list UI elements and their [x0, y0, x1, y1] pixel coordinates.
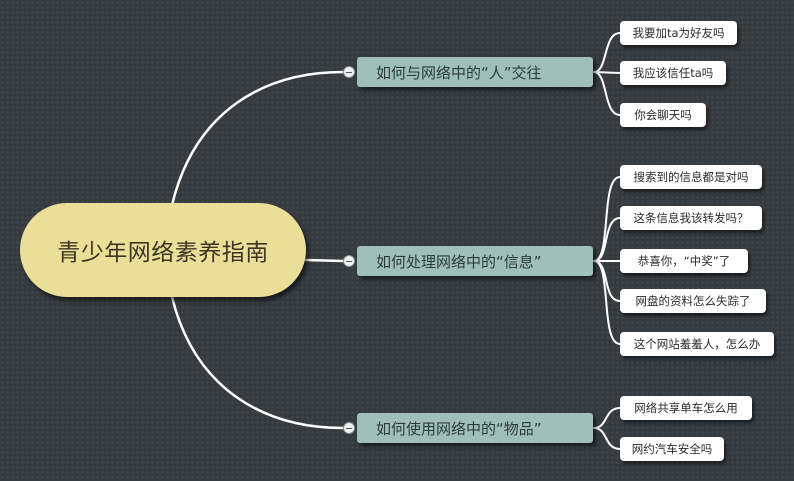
connector-branch-3-leaf-1: [593, 407, 621, 429]
leaf-topic[interactable]: 我要加ta为好友吗: [620, 21, 737, 45]
leaf-topic[interactable]: 搜索到的信息都是对吗: [620, 165, 762, 189]
connector-root-branch-2: [304, 258, 345, 263]
leaf-topic[interactable]: 这条信息我该转发吗？: [620, 206, 762, 230]
leaf-topic[interactable]: 我应该信任ta吗: [620, 61, 726, 85]
collapse-toggle-branch-2[interactable]: [343, 255, 355, 267]
collapse-toggle-branch-1[interactable]: [343, 66, 355, 78]
root-topic[interactable]: 青少年网络素养指南: [20, 203, 306, 297]
connector-branch-1-leaf-1: [593, 32, 621, 73]
connector-branch-2-leaf-4: [593, 260, 621, 302]
branch-topic-information[interactable]: 如何处理网络中的“信息”: [357, 246, 593, 276]
leaf-topic[interactable]: 恭喜你，“中奖”了: [620, 249, 748, 273]
leaf-topic[interactable]: 网络共享单车怎么用: [620, 396, 752, 420]
connector-root-branch-1: [170, 70, 345, 207]
leaf-topic[interactable]: 你会聊天吗: [620, 103, 706, 127]
connector-root-branch-3: [170, 295, 345, 430]
branch-topic-people[interactable]: 如何与网络中的“人”交往: [357, 57, 593, 87]
collapse-toggle-branch-3[interactable]: [343, 422, 355, 434]
connector-branch-2-leaf-5: [593, 260, 621, 345]
connector-branch-3-leaf-2: [593, 427, 621, 450]
branch-topic-objects[interactable]: 如何使用网络中的“物品”: [357, 413, 593, 443]
leaf-topic[interactable]: 这个网站羞羞人，怎么办: [620, 332, 774, 356]
leaf-topic[interactable]: 网约汽车安全吗: [620, 437, 724, 461]
connector-branch-1-leaf-3: [593, 71, 621, 116]
leaf-topic[interactable]: 网盘的资料怎么失踪了: [620, 289, 766, 313]
connector-branch-2-leaf-2: [593, 217, 621, 262]
connector-branch-1-leaf-2: [593, 71, 621, 74]
